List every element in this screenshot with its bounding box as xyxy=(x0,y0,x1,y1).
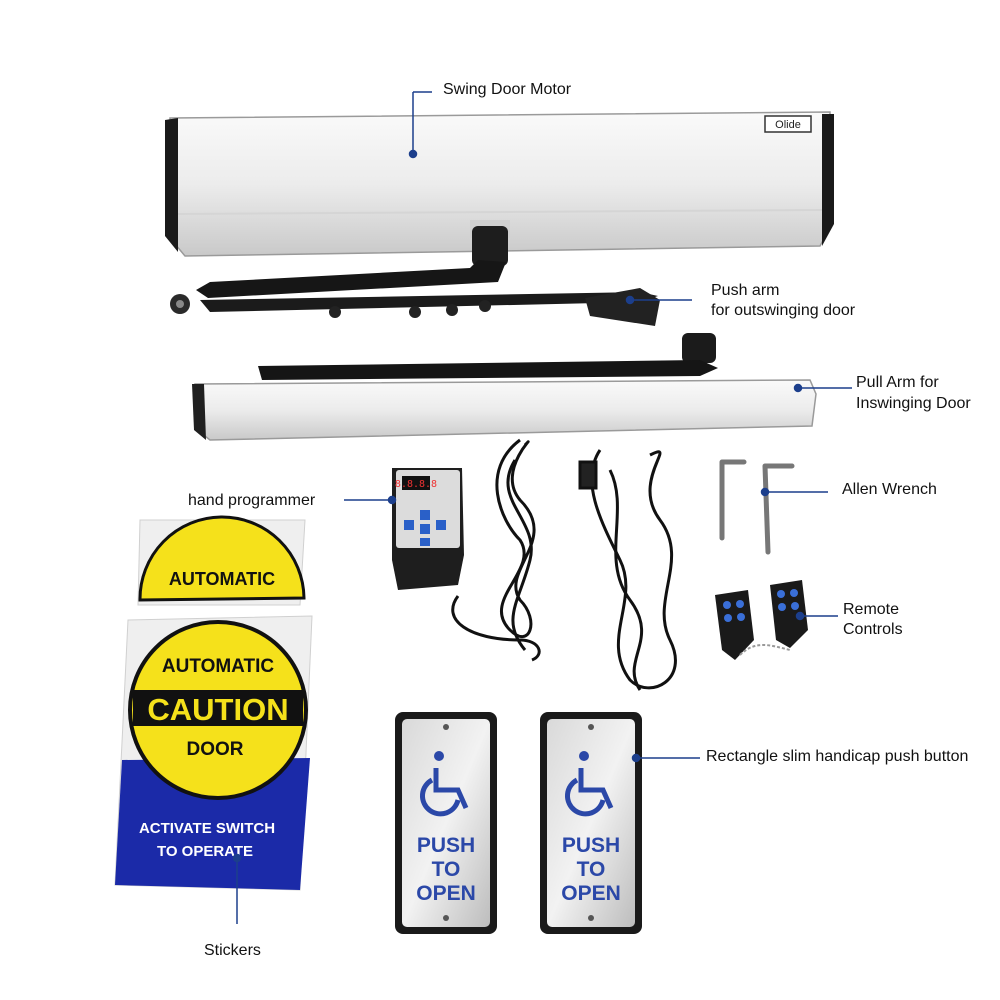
open-label: OPEN xyxy=(561,882,621,905)
swing-door-motor: Olide xyxy=(165,111,834,266)
leader-lines xyxy=(232,91,852,924)
push-button-left: PUSH TO OPEN xyxy=(395,712,497,934)
callout-swing-door-motor: Swing Door Motor xyxy=(443,81,572,98)
push-label: PUSH xyxy=(562,834,620,857)
stickers: AUTOMATIC AUTOMATIC CAUTION DOOR ACTIVAT… xyxy=(114,515,313,891)
callout-push-button: Rectangle slim handicap push button xyxy=(706,748,969,765)
callout-pull-arm-line1: Pull Arm for xyxy=(856,374,939,391)
callout-allen-wrench: Allen Wrench xyxy=(842,481,937,498)
sticker-small-automatic: AUTOMATIC xyxy=(169,569,275,589)
sticker-door: DOOR xyxy=(187,739,244,760)
callout-hand-programmer: hand programmer xyxy=(188,492,316,509)
push-arm xyxy=(170,260,660,326)
push-button-right: PUSH TO OPEN xyxy=(540,712,642,934)
programmer-display: 8.8.8.8 xyxy=(395,479,437,490)
sticker-automatic: AUTOMATIC xyxy=(162,656,275,677)
remote-controls xyxy=(715,580,808,660)
sticker-caution: CAUTION xyxy=(147,692,288,727)
brand-logo xyxy=(764,115,812,133)
callout-remote-line2: Controls xyxy=(843,621,903,638)
open-label: OPEN xyxy=(416,882,476,905)
cables xyxy=(451,438,677,691)
motor-spindle xyxy=(472,226,508,266)
to-label: TO xyxy=(577,858,606,881)
sticker-to-operate: TO OPERATE xyxy=(157,843,253,860)
hand-programmer: 8.8.8.8 xyxy=(392,468,464,590)
callout-remote-line1: Remote xyxy=(843,601,900,618)
to-label: TO xyxy=(432,858,461,881)
callout-pull-arm-line2: Inswinging Door xyxy=(856,395,971,412)
pull-arm xyxy=(192,333,817,441)
wheelchair-icon xyxy=(565,751,614,817)
brand-logo-text: Olide xyxy=(775,119,801,131)
callout-stickers: Stickers xyxy=(204,942,261,959)
push-label: PUSH xyxy=(417,834,475,857)
wheelchair-icon xyxy=(420,751,469,817)
allen-wrenches xyxy=(719,459,795,555)
callout-push-arm-line1: Push arm xyxy=(711,282,780,299)
callout-push-arm-line2: for outswinging door xyxy=(711,302,856,319)
sticker-activate-switch: ACTIVATE SWITCH xyxy=(139,820,275,837)
